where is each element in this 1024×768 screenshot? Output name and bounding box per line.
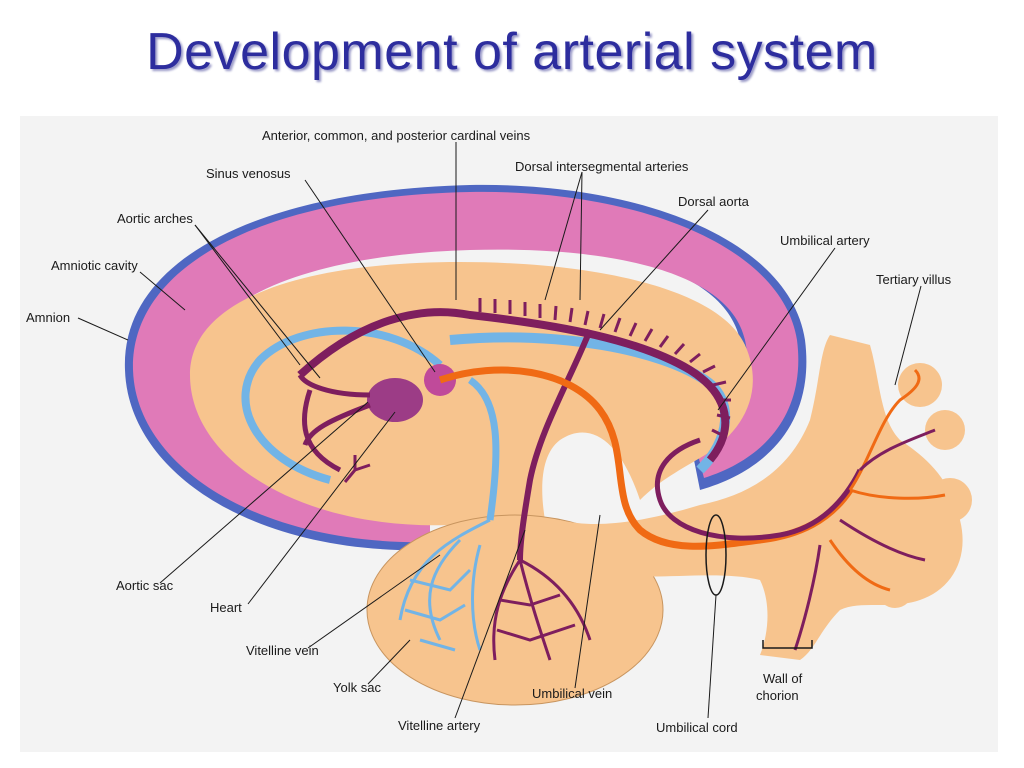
- umbilical-cord-body: [560, 335, 963, 660]
- villus: [898, 363, 942, 407]
- dorsal-aorta: [297, 308, 730, 463]
- vitelline-artery-network: [492, 558, 592, 661]
- label-sinus-venosus: Sinus venosus: [206, 166, 291, 181]
- label-umbilical-vein: Umbilical vein: [532, 686, 612, 701]
- label-dorsal-aorta: Dorsal aorta: [678, 194, 750, 209]
- label-vitelline-artery: Vitelline artery: [398, 718, 481, 733]
- leader-lines: [77, 142, 922, 719]
- villus: [928, 478, 972, 522]
- label-wall-of-chorion-line2: chorion: [756, 688, 799, 703]
- page-title: Development of arterial system: [146, 23, 878, 81]
- label-aortic-arches: Aortic arches: [117, 211, 193, 226]
- aortic-sac-branches: [343, 455, 371, 483]
- label-cardinal-veins: Anterior, common, and posterior cardinal…: [262, 128, 531, 143]
- label-vitelline-vein: Vitelline vein: [246, 643, 319, 658]
- label-amnion: Amnion: [26, 310, 70, 325]
- dorsal-intersegmental-arteries: [478, 298, 731, 438]
- label-tertiary-villus: Tertiary villus: [876, 272, 952, 287]
- villus: [925, 410, 965, 450]
- cardinal-vein: [241, 326, 443, 484]
- label-wall-of-chorion-line1: Wall of: [763, 671, 803, 686]
- label-yolk-sac: Yolk sac: [333, 680, 381, 695]
- villus: [908, 538, 952, 582]
- label-umbilical-artery: Umbilical artery: [780, 233, 870, 248]
- embryo-tissue: [190, 262, 753, 526]
- label-dorsal-intersegmental-arteries: Dorsal intersegmental arteries: [515, 159, 689, 174]
- label-heart: Heart: [210, 600, 242, 615]
- heart: [367, 378, 423, 422]
- chorion-bracket: [762, 640, 813, 649]
- vitelline-artery: [517, 328, 593, 561]
- umbilical-artery: [654, 437, 863, 541]
- villus: [877, 572, 913, 608]
- label-aortic-sac: Aortic sac: [116, 578, 174, 593]
- vitelline-vein-network: [398, 518, 491, 652]
- vitelline-vein-stem: [467, 377, 500, 521]
- villi-vessels: [793, 368, 946, 651]
- label-amniotic-cavity: Amniotic cavity: [51, 258, 138, 273]
- label-umbilical-cord: Umbilical cord: [656, 720, 738, 735]
